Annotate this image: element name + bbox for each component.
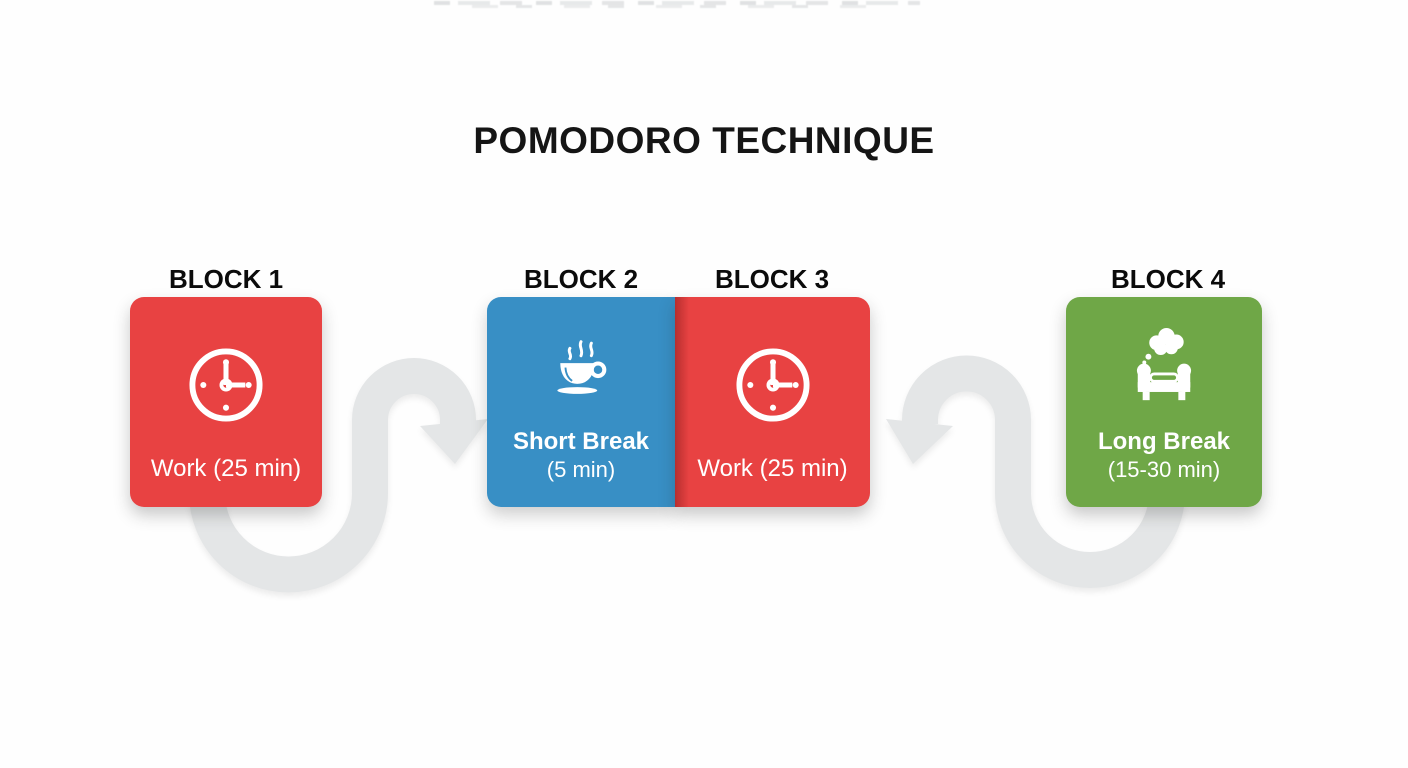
block-long-break: Long Break (15-30 min) <box>1066 297 1262 507</box>
arrow-block4-to-block3-icon <box>886 355 1185 588</box>
block-break-text: Short Break <box>512 428 650 455</box>
clock-icon <box>735 348 810 422</box>
clipped-text-fragment <box>434 1 920 5</box>
block-4-label: BLOCK 4 <box>1110 264 1226 294</box>
block-short-break: Short Break (5 min) <box>487 297 675 507</box>
block-2-label: BLOCK 2 <box>523 264 639 294</box>
block-work-1: Work (25 min) <box>130 297 322 507</box>
block-duration-text: Work (25 min) <box>150 455 302 482</box>
page-title: POMODORO TECHNIQUE <box>473 120 935 161</box>
armchair-icon <box>1136 328 1192 401</box>
block-1-label: BLOCK 1 <box>168 264 284 294</box>
clipped-text-artifact <box>434 0 920 9</box>
block-duration-text: Work (25 min) <box>697 455 848 482</box>
clock-icon <box>189 348 263 422</box>
block-duration-subtext: (5 min) <box>546 457 616 482</box>
block-break-text: Long Break <box>1097 428 1231 455</box>
coffee-icon <box>557 340 607 394</box>
block-work-2: Work (25 min) <box>675 297 870 507</box>
arrow-block1-to-block2-icon <box>189 358 488 593</box>
clipped-text-fragment <box>472 5 871 8</box>
block-3-label: BLOCK 3 <box>714 264 830 294</box>
block-duration-subtext: (15-30 min) <box>1107 457 1221 482</box>
